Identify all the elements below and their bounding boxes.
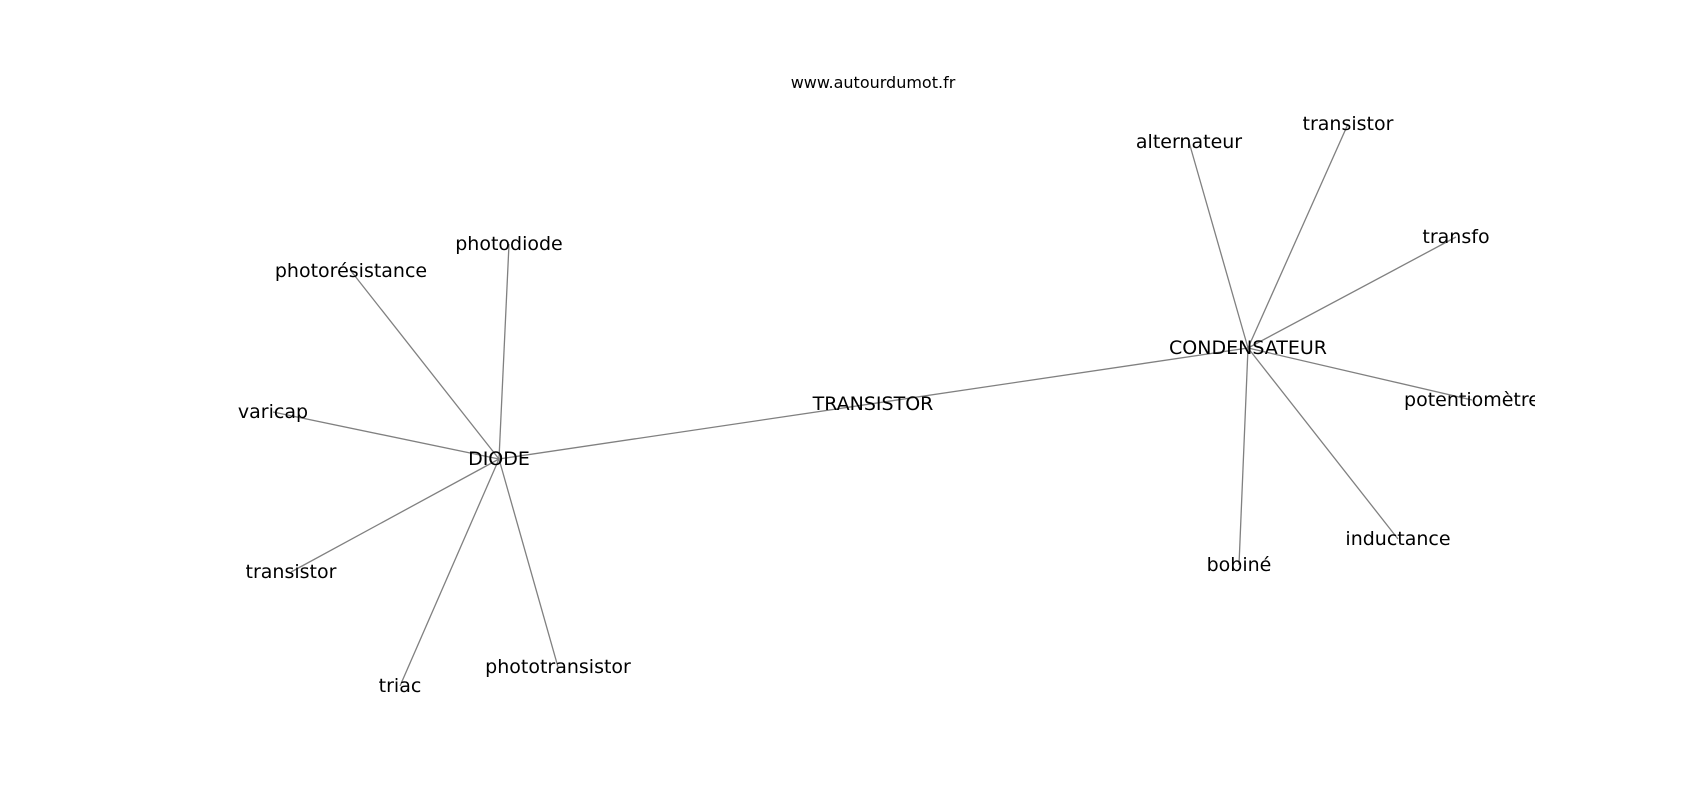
edge-condensateur-bobine	[1238, 347, 1249, 566]
node-label-inductance[interactable]: inductance	[1345, 528, 1450, 550]
edge-diode-phototransistor	[498, 458, 559, 668]
node-label-transistor-center[interactable]: TRANSISTOR	[812, 393, 934, 415]
edge-condensateur-alternateur	[1188, 141, 1249, 349]
node-label-bobine[interactable]: bobiné	[1207, 554, 1272, 576]
node-label-transistor-right[interactable]: transistor	[1303, 113, 1394, 135]
node-label-triac[interactable]: triac	[379, 675, 422, 697]
edges-layer	[272, 123, 1473, 687]
node-label-phototransistor[interactable]: phototransistor	[485, 656, 631, 678]
node-label-diode[interactable]: DIODE	[468, 448, 530, 470]
node-label-alternateur[interactable]: alternateur	[1136, 131, 1242, 153]
edge-condensateur-transistor_right	[1247, 123, 1349, 349]
edge-condensateur-transfo	[1247, 236, 1457, 349]
edge-diode-varicap	[272, 411, 500, 460]
node-label-transfo[interactable]: transfo	[1422, 226, 1489, 248]
node-label-photoresistance[interactable]: photorésistance	[275, 260, 427, 282]
edge-condensateur-inductance	[1247, 347, 1399, 540]
source-label[interactable]: www.autourdumot.fr	[791, 73, 956, 92]
edge-diode-triac	[399, 458, 500, 687]
node-label-condensateur[interactable]: CONDENSATEUR	[1169, 337, 1327, 359]
edge-condensateur-potentiometre	[1247, 347, 1473, 401]
edge-diode-condensateur	[498, 347, 1249, 460]
edge-diode-photoresistance	[350, 270, 500, 460]
labels-layer: TRANSISTOR DIODE CONDENSATEUR photodiode pho…	[238, 113, 1540, 697]
node-label-transistor-left[interactable]: transistor	[246, 561, 337, 583]
edge-diode-photodiode	[498, 243, 510, 460]
node-label-photodiode[interactable]: photodiode	[455, 233, 563, 255]
edge-diode-transistor_left	[290, 458, 500, 573]
node-label-varicap[interactable]: varicap	[238, 401, 308, 423]
node-label-potentiometre[interactable]: potentiomètre	[1404, 389, 1540, 411]
